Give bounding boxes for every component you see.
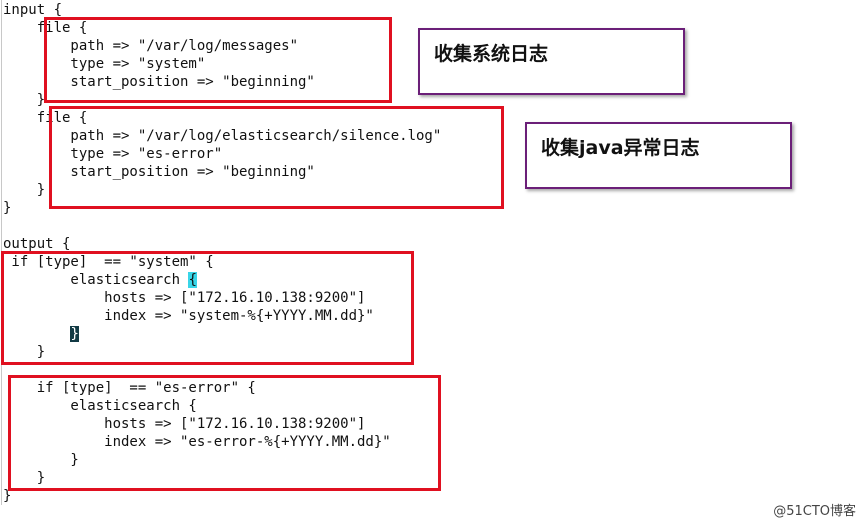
text-cursor[interactable]: } [70,326,79,342]
code-line-11: } [3,182,46,198]
code-line-1: input { [3,2,63,18]
code-line-6: } [3,92,46,108]
code-line-4: type => "system" [3,56,206,72]
code-line-9: type => "es-error" [3,146,223,162]
code-line-25: index => "es-error-%{+YYYY.MM.dd}" [3,434,391,450]
annotation-note-system-text: 收集系统日志 [434,43,549,65]
code-line-19: } [3,325,79,343]
annotation-note-java: 收集java异常日志 [525,122,792,189]
code-line-3: path => "/var/log/messages" [3,38,299,54]
highlight-input-file-es-error [49,106,504,209]
code-line-20: } [3,344,46,360]
code-line-23: elasticsearch { [3,398,197,414]
code-line-14: output { [3,236,71,252]
code-line-15: if [type] == "system" { [3,254,214,270]
code-line-16: elasticsearch { [3,271,197,289]
code-line-5: start_position => "beginning" [3,74,315,90]
code-line-26: } [3,452,79,468]
annotation-note-system: 收集系统日志 [418,28,685,95]
highlight-input-file-system [44,17,392,103]
annotation-note-java-text: 收集java异常日志 [541,137,700,159]
code-line-28: } [3,488,12,504]
code-line-17: hosts => ["172.16.10.138:9200"] [3,290,366,306]
code-line-16-text: elasticsearch [3,272,189,288]
watermark: @51CTO博客 [773,504,856,519]
highlight-output-system [1,251,414,365]
code-line-7: file { [3,110,88,126]
highlight-output-es-error [8,375,441,491]
code-line-27: } [3,470,46,486]
code-line-12: } [3,200,12,216]
code-line-24: hosts => ["172.16.10.138:9200"] [3,416,366,432]
code-line-22: if [type] == "es-error" { [3,380,256,396]
code-line-18: index => "system-%{+YYYY.MM.dd}" [3,308,374,324]
code-line-8: path => "/var/log/elasticsearch/silence.… [3,128,442,144]
code-line-10: start_position => "beginning" [3,164,315,180]
bracket-match-open: { [188,272,197,288]
